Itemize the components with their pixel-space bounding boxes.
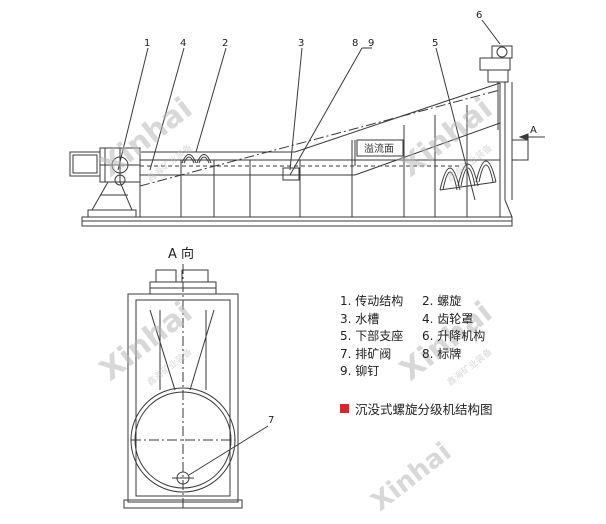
lifting-mechanism	[479, 45, 529, 218]
diagram-caption: 沉没式螺旋分级机结构图	[340, 399, 493, 418]
legend-row: 1. 传动结构 2. 螺旋	[340, 292, 550, 310]
drive-mechanism	[69, 147, 141, 218]
callout-9: 9	[368, 38, 374, 49]
callout-2: 2	[222, 38, 228, 49]
spiral-blade	[181, 154, 197, 164]
water-trough	[139, 159, 501, 218]
spiral-blade	[196, 154, 212, 164]
caption-marker-icon	[340, 404, 349, 413]
spiral-blade	[457, 163, 479, 187]
a-view	[123, 264, 269, 509]
legend-item: 9. 铆钉	[340, 364, 380, 379]
callout-6: 6	[476, 10, 482, 21]
arrow-a-label: A	[530, 125, 537, 136]
legend-row: 3. 水槽 4. 齿轮罩	[340, 310, 550, 328]
overflow-box	[356, 139, 404, 157]
side-elevation-view	[69, 19, 545, 227]
caption-text: 沉没式螺旋分级机结构图	[355, 402, 493, 417]
gear-cover	[114, 174, 126, 186]
callout-8: 8	[352, 38, 358, 49]
callout-1: 1	[144, 38, 150, 49]
spiral-blade	[439, 167, 461, 191]
legend-item: 7. 排矿阀	[340, 346, 392, 361]
legend-item: 1. 传动结构	[340, 294, 404, 309]
nameplate	[282, 167, 300, 181]
callout-5: 5	[432, 38, 438, 49]
legend-item: 5. 下部支座	[340, 329, 404, 344]
callout-3: 3	[298, 38, 304, 49]
callout-7: 7	[268, 415, 274, 426]
legend-row: 9. 铆钉	[340, 362, 550, 380]
legend-item: 2. 螺旋	[422, 294, 462, 309]
a-view-label: A 向	[168, 246, 194, 262]
watermark-logo: Xinhai	[393, 91, 499, 184]
legend-item: 8. 标牌	[422, 346, 462, 361]
legend-item: 3. 水槽	[340, 311, 380, 326]
overflow-label: 溢流面	[364, 142, 394, 155]
spiral-blade	[475, 160, 497, 183]
legend-item: 6. 升降机构	[422, 329, 486, 344]
spiral-shaft-centerline	[139, 89, 501, 187]
watermark-logo: Xinhai	[93, 91, 199, 184]
parts-legend: 1. 传动结构 2. 螺旋 3. 水槽 4. 齿轮罩 5. 下部支座 6. 升降…	[340, 292, 550, 380]
watermark-logo: Xinhai	[366, 437, 457, 518]
legend-item: 4. 齿轮罩	[422, 311, 474, 326]
callout-4: 4	[180, 38, 186, 49]
legend-row: 7. 排矿阀 8. 标牌	[340, 345, 550, 363]
legend-row: 5. 下部支座 6. 升降机构	[340, 327, 550, 345]
